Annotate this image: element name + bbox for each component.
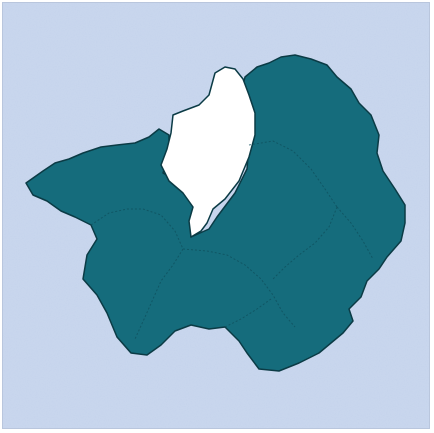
border-south xyxy=(224,298,272,328)
highlighted-region[interactable] xyxy=(160,66,256,238)
border-east-upper xyxy=(248,140,338,208)
border-southeast xyxy=(336,206,374,260)
border-west-upper xyxy=(90,208,184,250)
border-east-middle xyxy=(272,206,338,280)
map-frame xyxy=(2,2,430,429)
map-svg xyxy=(3,3,429,428)
internal-borders xyxy=(90,140,374,340)
border-west-lower xyxy=(134,248,184,340)
